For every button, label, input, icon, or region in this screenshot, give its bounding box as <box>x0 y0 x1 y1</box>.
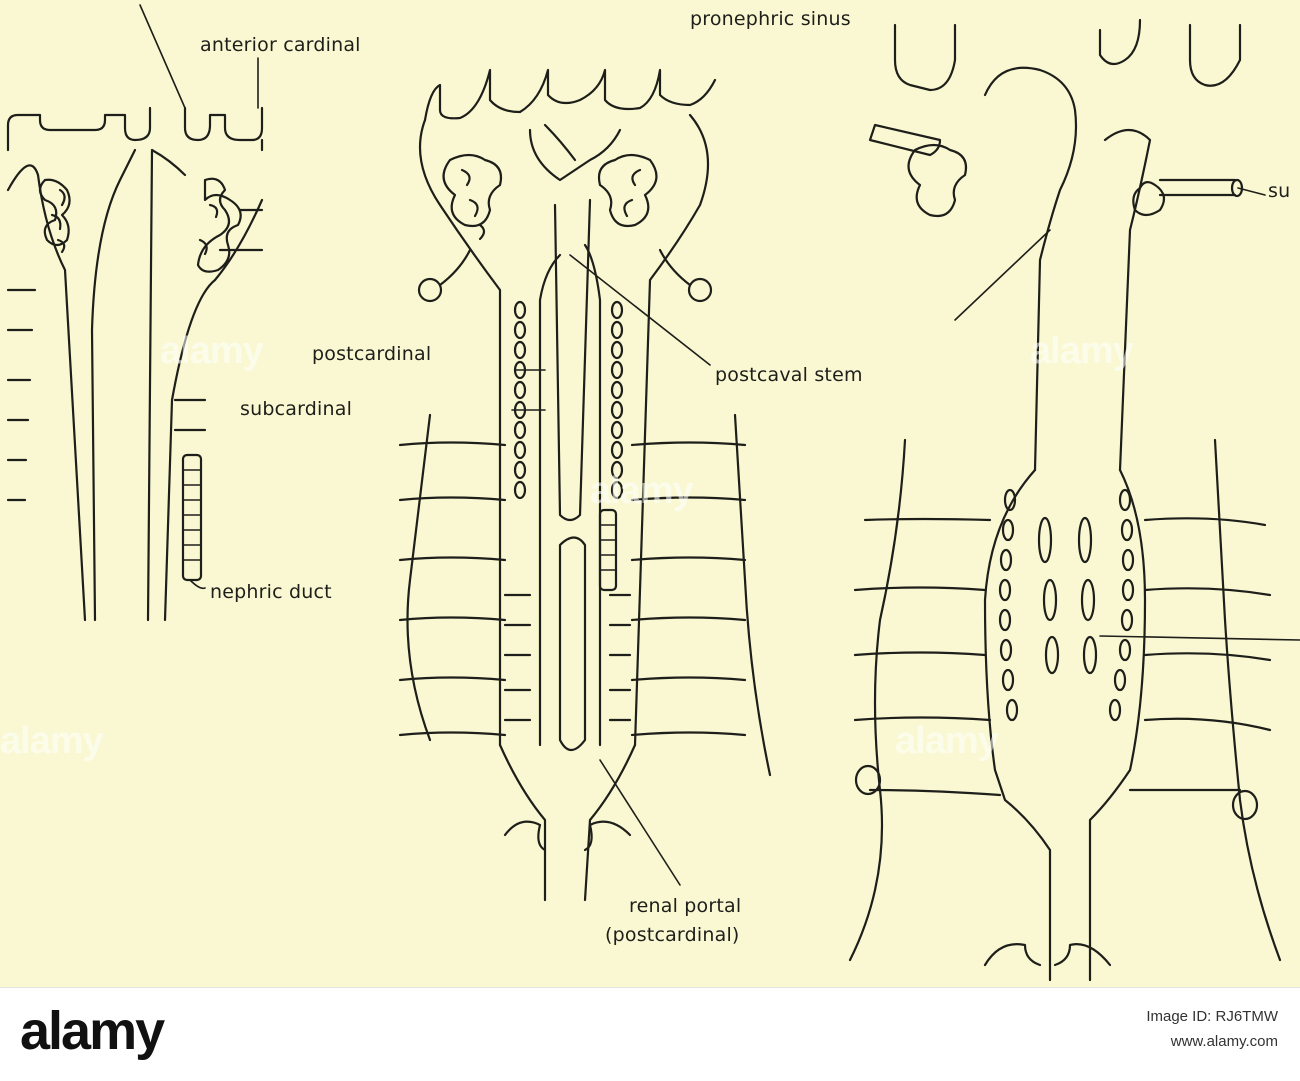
label-postcaval-stem: postcaval stem <box>715 364 863 386</box>
footer-logo[interactable]: alamy <box>20 1001 165 1061</box>
panel-late-stage <box>848 18 1300 982</box>
label-anterior-cardinal: anterior cardinal <box>200 34 361 56</box>
panel-early-stage <box>6 4 264 622</box>
label-nephric-duct: nephric duct <box>210 581 332 603</box>
watermark-2: alamy <box>590 470 694 512</box>
label-renal-portal-sub: (postcardinal) <box>605 924 740 946</box>
label-postcardinal: postcardinal <box>312 343 432 365</box>
diagram-figure: anterior cardinal pronephric sinus postc… <box>0 0 1300 987</box>
vein-diagram-drawing <box>6 4 1300 982</box>
label-pronephric-sinus: pronephric sinus <box>690 8 851 30</box>
panel-middle-stage <box>398 68 772 902</box>
stock-footer: alamy Image ID: RJ6TMW www.alamy.com <box>0 987 1300 1081</box>
watermark-1: alamy <box>160 330 264 372</box>
footer-image-id: Image ID: RJ6TMW <box>1146 1008 1278 1025</box>
label-renal-portal: renal portal <box>629 895 742 917</box>
watermark-3: alamy <box>1030 330 1134 372</box>
footer-info: Image ID: RJ6TMW www.alamy.com <box>1146 1008 1278 1050</box>
watermark-5: alamy <box>895 720 999 762</box>
watermark-4: alamy <box>0 720 104 762</box>
footer-url[interactable]: www.alamy.com <box>1170 1033 1278 1050</box>
label-cut-subclavian: su <box>1268 180 1291 202</box>
label-subcardinal: subcardinal <box>240 398 353 420</box>
